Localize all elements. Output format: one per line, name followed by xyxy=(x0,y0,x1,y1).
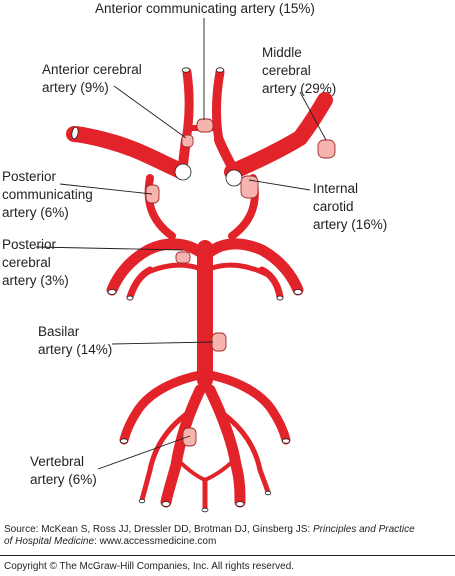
left-carotid-lumen xyxy=(174,163,192,181)
source-title-part1: Principles and Practice xyxy=(312,524,415,535)
label-acom: Anterior communicating artery (15%) xyxy=(95,1,315,16)
label-pcom-line2: communicating xyxy=(2,187,93,202)
pca-left xyxy=(106,238,206,296)
aneurysm-acom xyxy=(196,118,214,133)
aneurysm-markers xyxy=(145,118,336,447)
label-mca-line3: artery (29%) xyxy=(262,81,336,96)
label-aca-line2: artery (9%) xyxy=(42,80,109,95)
leader-pcom xyxy=(59,183,153,195)
aca-right xyxy=(211,67,225,145)
label-vertebral-line2: artery (6%) xyxy=(30,472,97,487)
label-ica-line1: Internal xyxy=(313,181,358,196)
label-aca-line1: Anterior cerebral xyxy=(42,62,142,77)
aneurysm-aca xyxy=(181,134,194,148)
vertebral-left xyxy=(160,384,206,508)
label-basilar-line2: artery (14%) xyxy=(38,342,112,357)
anterior-spinal-left xyxy=(176,458,207,482)
arteries xyxy=(66,67,333,511)
leader-basilar xyxy=(111,341,214,345)
vertebral-right xyxy=(204,384,246,508)
aneurysm-mca xyxy=(317,139,336,159)
source-title-part2: of Hospital Medicine xyxy=(4,536,95,547)
leader-mca xyxy=(299,91,327,141)
right-carotid-lumen xyxy=(225,169,243,187)
label-vertebral-line1: Vertebral xyxy=(30,454,84,469)
circle-of-willis-diagram: Anterior communicating artery (15%) Ante… xyxy=(2,1,387,513)
aneurysm-pca xyxy=(175,251,191,264)
leader-vertebral xyxy=(97,435,191,470)
footer-divider xyxy=(0,555,455,556)
aica-right xyxy=(205,370,291,445)
mca-left xyxy=(66,126,191,180)
label-ica-line2: carotid xyxy=(313,199,354,214)
label-pcom-line1: Posterior xyxy=(2,169,57,184)
aca-left xyxy=(181,67,194,145)
copyright-notice: Copyright © The McGraw-Hill Companies, I… xyxy=(4,561,295,572)
label-pcom-line3: artery (6%) xyxy=(2,205,69,220)
source-citation-line2: of Hospital Medicine: www.accessmedicine… xyxy=(4,536,216,548)
label-mca-line2: cerebral xyxy=(262,63,311,78)
leader-pca xyxy=(35,246,184,251)
pica-right xyxy=(215,407,271,495)
sca-left xyxy=(141,262,201,277)
anterior-spinal-right xyxy=(203,458,236,482)
label-basilar-line1: Basilar xyxy=(38,324,80,339)
leader-lines xyxy=(35,18,327,470)
pica-left xyxy=(139,407,195,503)
source-citation: Source: McKean S, Ross JJ, Dressler DD, … xyxy=(4,524,415,536)
vessel-cut-ends xyxy=(71,67,303,513)
label-pca-line3: artery (3%) xyxy=(2,273,69,288)
leader-aca xyxy=(113,85,187,139)
label-mca-line1: Middle xyxy=(262,45,302,60)
leader-ica xyxy=(248,179,311,191)
label-pca-line1: Posterior xyxy=(2,237,57,252)
pca-right xyxy=(204,238,304,296)
mca-right xyxy=(224,92,333,180)
aca-right-root xyxy=(214,135,236,170)
source-suffix: : www.accessmedicine.com xyxy=(94,536,217,547)
aneurysm-basilar xyxy=(211,332,227,352)
labels: Anterior communicating artery (15%) Ante… xyxy=(2,1,387,487)
label-pca-line2: cerebral xyxy=(2,255,51,270)
aneurysm-vertebral xyxy=(182,427,197,447)
sca-right xyxy=(209,262,269,277)
pcom-left xyxy=(144,174,176,240)
aneurysm-pcom xyxy=(145,184,160,204)
aica-left xyxy=(119,370,205,445)
label-ica-line3: artery (16%) xyxy=(313,217,387,232)
aneurysm-ica xyxy=(240,175,259,199)
source-prefix: Source: McKean S, Ross JJ, Dressler DD, … xyxy=(4,524,313,535)
